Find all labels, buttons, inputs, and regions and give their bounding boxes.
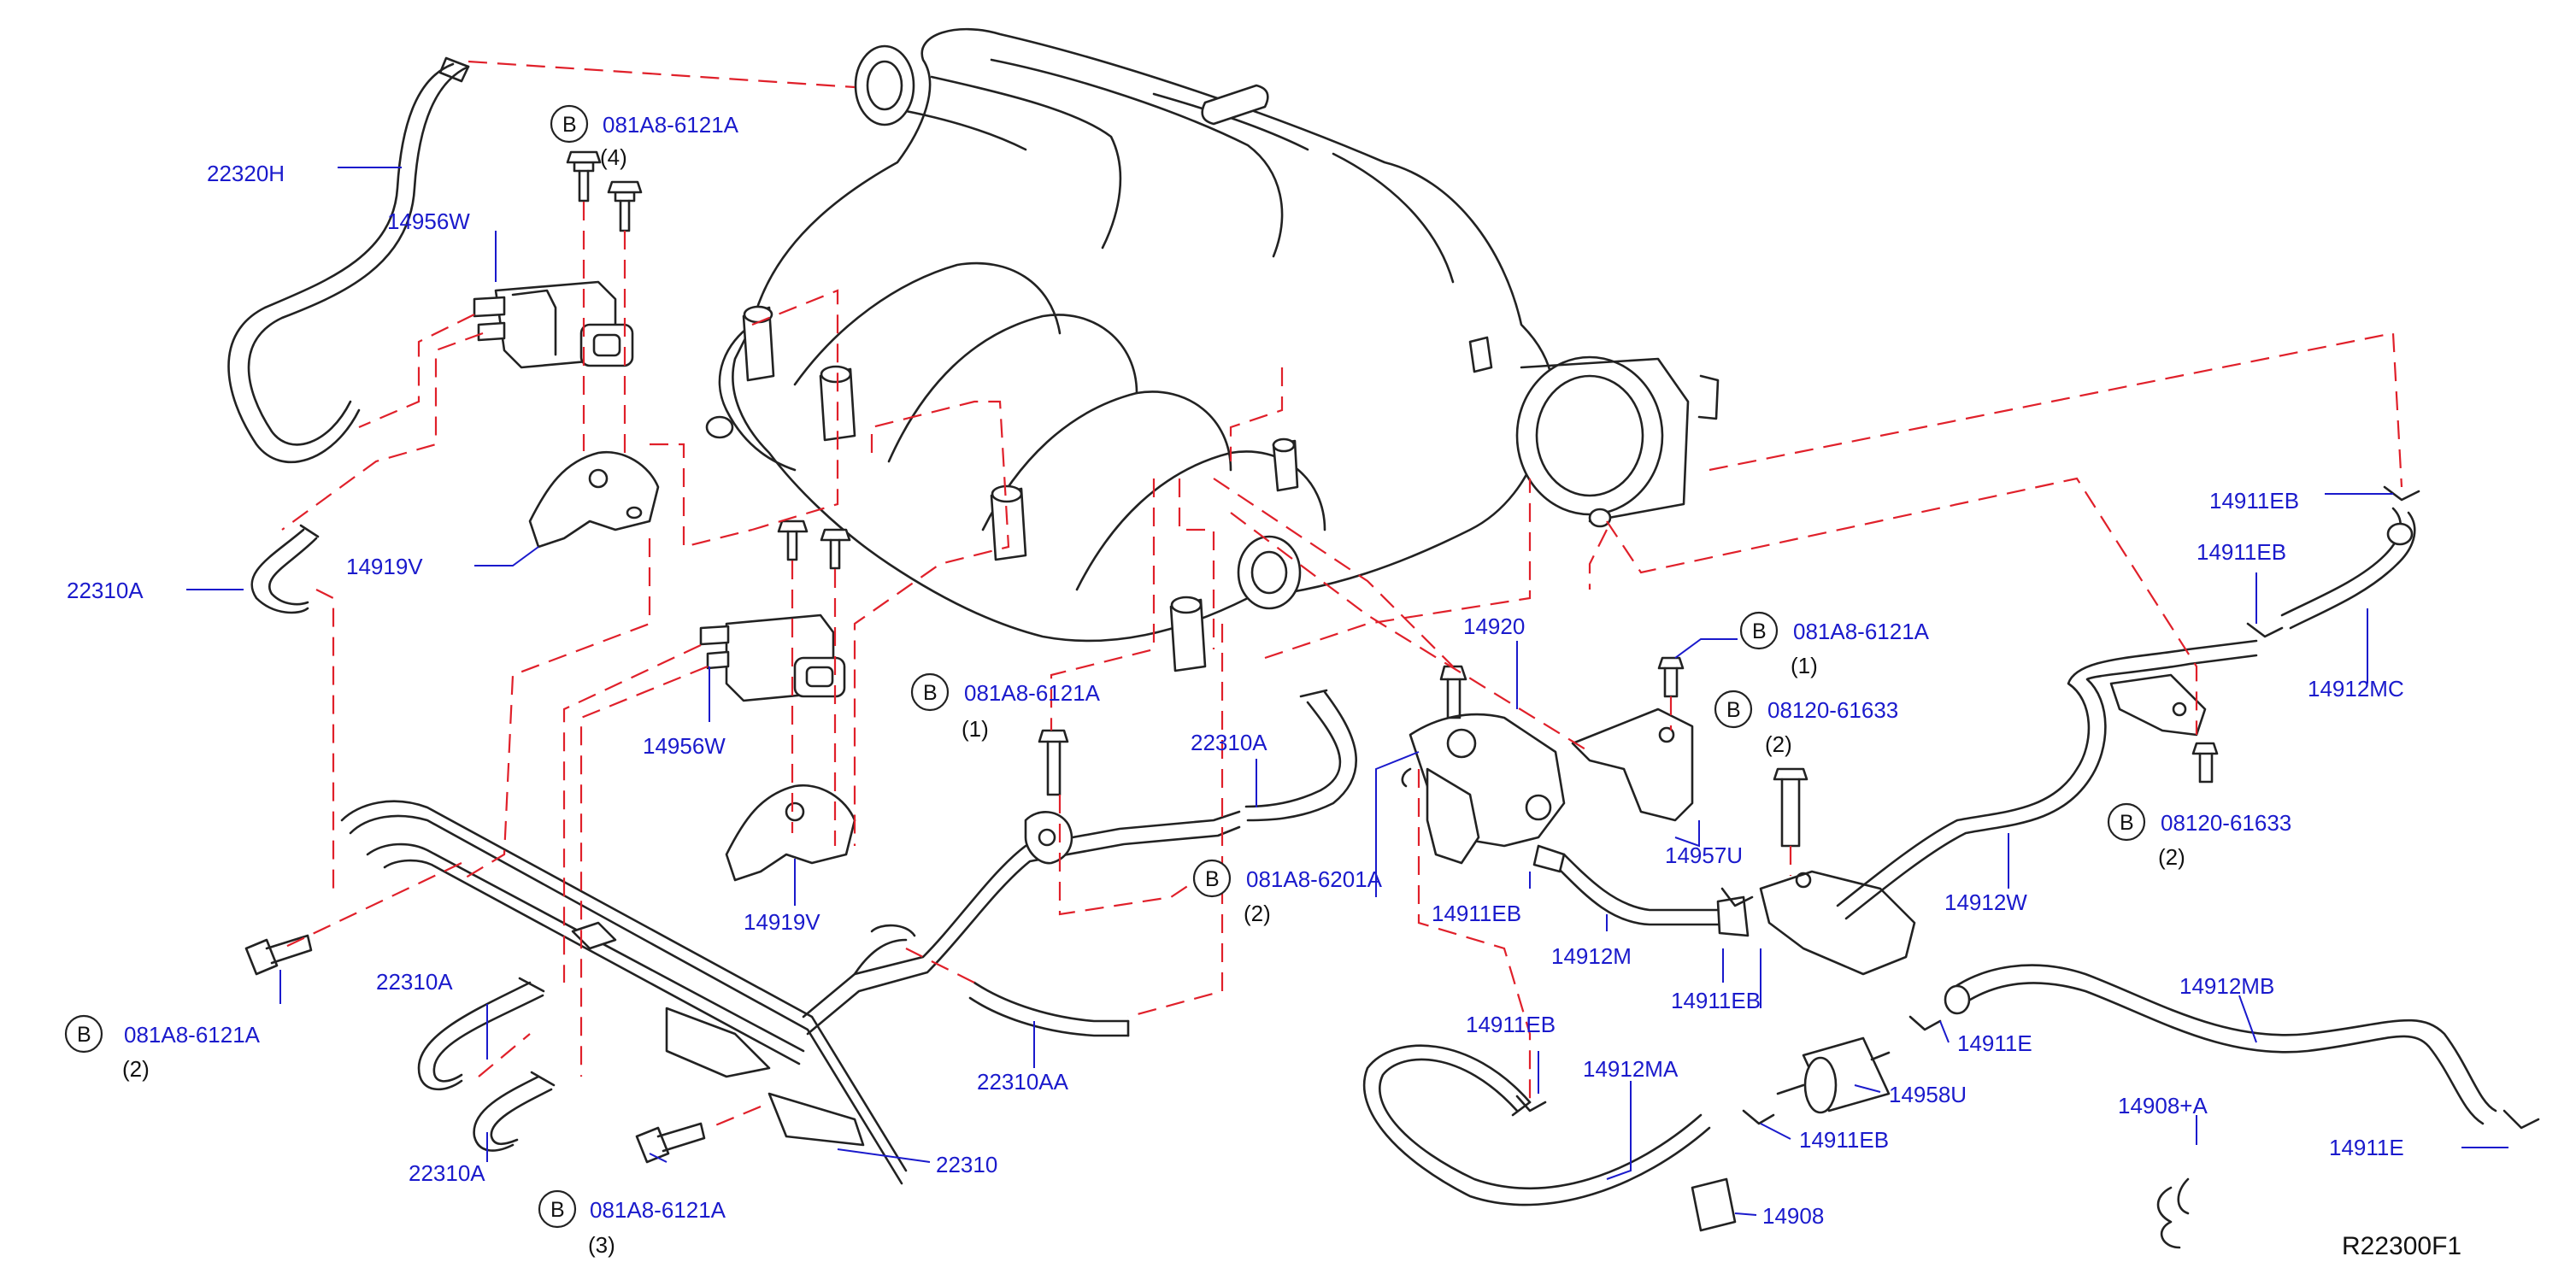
callout-14912m: 14912M <box>1551 943 1632 969</box>
bolt-symbol-letter: B <box>923 681 938 705</box>
bolt-symbol-letter: B <box>77 1023 91 1047</box>
callout-14920: 14920 <box>1463 613 1525 639</box>
clips-14908 <box>1691 1177 2190 1249</box>
callout-08120-61633-a: 08120-61633 <box>1767 697 1898 723</box>
hose-14912mc <box>2280 507 2416 630</box>
callout-14919v-top: 14919V <box>346 554 423 579</box>
bolt-symbol-circle <box>1739 611 1779 650</box>
bracket-upper-right <box>2109 673 2219 784</box>
filter-14958u <box>1776 1036 1891 1114</box>
hose-22320h <box>227 56 470 464</box>
hose-22310a-left <box>250 524 320 614</box>
callout-14911eb-e: 14911EB <box>1466 1012 1556 1037</box>
qty-081a8-6121a-right: (1) <box>1791 653 1818 678</box>
hose-14912m <box>1532 844 1750 937</box>
hose-14912mb <box>1944 964 2497 1125</box>
hose-14912w <box>1836 639 2258 920</box>
callout-14911eb-f: 14911EB <box>1799 1127 1889 1153</box>
callout-22310a-center: 22310A <box>1191 730 1267 755</box>
bolt-081a8-6121a-bottom <box>635 1122 706 1164</box>
callout-14956w-mid: 14956W <box>643 733 726 759</box>
callout-14911eb-a: 14911EB <box>1432 901 1521 926</box>
callout-14912mc: 14912MC <box>2308 676 2404 702</box>
purge-valve-14920 <box>1401 665 1566 865</box>
bolt-symbol-circle <box>550 104 589 144</box>
bolt-symbol-letter: B <box>550 1198 565 1222</box>
callout-081a8-6121a-top: 081A8-6121A <box>603 112 739 138</box>
clamp-14911eb-b <box>1720 887 1754 907</box>
qty-08120-61633-a: (2) <box>1765 731 1792 757</box>
qty-081a8-6201a: (2) <box>1244 901 1271 926</box>
bolt-symbol-letter: B <box>1726 698 1741 722</box>
bolt-symbol-circle <box>1714 690 1753 729</box>
callout-081a8-6121a-mid: 081A8-6121A <box>964 680 1101 706</box>
bracket-14919v-top <box>528 450 660 549</box>
relation-lines <box>281 60 2403 1130</box>
callout-14911e-b: 14911E <box>2329 1135 2404 1160</box>
vsv-solenoid-14956w-top <box>473 280 634 369</box>
hose-22310aa <box>968 981 1130 1037</box>
callout-081a8-6201a: 081A8-6201A <box>1246 866 1383 892</box>
bolt-symbol-circle <box>1192 859 1232 898</box>
bolt-symbol-letter: B <box>1752 619 1767 643</box>
callout-14912ma: 14912MA <box>1583 1056 1679 1082</box>
clamp-14911eb-d <box>2246 485 2420 638</box>
callout-14911eb-b: 14911EB <box>1671 988 1761 1013</box>
callout-22320h: 22320H <box>207 161 285 186</box>
intake-manifold <box>705 27 1720 672</box>
bolt-081a8-6121a-left <box>244 934 313 976</box>
callout-22310a-lower-1: 22310A <box>376 969 453 995</box>
callout-14911eb-c: 14911EB <box>2209 488 2299 514</box>
qty-081a8-6121a-mid: (1) <box>962 716 989 742</box>
callout-22310: 22310 <box>936 1152 997 1177</box>
callout-14957u: 14957U <box>1665 842 1743 868</box>
bracket-14957u <box>1571 656 1694 822</box>
callouts: 22320H B 081A8-6121A (4) 14956W 14919V 2… <box>64 104 2461 1260</box>
qty-081a8-6121a-top: (4) <box>600 144 627 170</box>
clamps-misc <box>1515 1015 2540 1130</box>
callout-14911eb-d: 14911EB <box>2197 539 2286 565</box>
bolt-symbol-letter: B <box>1205 867 1220 891</box>
callout-22310a-lower-2: 22310A <box>409 1160 485 1186</box>
bolt-symbol-circle <box>538 1189 577 1229</box>
callout-14908: 14908 <box>1762 1203 1824 1229</box>
callout-14911e-a: 14911E <box>1957 1030 2032 1056</box>
qty-081a8-6121a-bottom: (3) <box>588 1232 615 1258</box>
canister-bracket <box>1759 767 1916 976</box>
hose-22310a-center <box>1244 689 1357 822</box>
callout-22310a-left: 22310A <box>67 578 144 603</box>
qty-08120-61633-b: (2) <box>2158 844 2185 870</box>
callout-14919v-mid: 14919V <box>744 909 820 935</box>
hose-14912ma <box>1362 1044 1711 1206</box>
callout-14912w: 14912W <box>1944 889 2027 915</box>
bolt-symbol-circle <box>910 672 950 712</box>
reference-code: R22300F1 <box>2342 1232 2461 1260</box>
leader-lines <box>186 167 2508 1216</box>
bolt-symbol-circle <box>2107 802 2146 842</box>
bolt-symbol-circle <box>64 1014 103 1054</box>
hoses-22310a-lower <box>417 977 556 1152</box>
bolts-top <box>566 150 643 232</box>
qty-081a8-6121a-left: (2) <box>122 1056 150 1082</box>
bracket-14919v-mid <box>725 784 856 882</box>
bolts-mid <box>777 520 1069 796</box>
bolt-symbol-letter: B <box>2120 811 2134 835</box>
callout-14956w-top: 14956W <box>387 208 470 234</box>
callout-08120-61633-b: 08120-61633 <box>2161 810 2291 836</box>
callout-081a8-6121a-left: 081A8-6121A <box>124 1022 261 1048</box>
callout-22310aa: 22310AA <box>977 1069 1069 1095</box>
pipe-assembly-22310 <box>340 800 1241 1185</box>
vsv-solenoid-14956w-mid <box>699 613 846 702</box>
callout-14958u: 14958U <box>1889 1082 1967 1107</box>
bolt-symbol-letter: B <box>562 113 577 137</box>
callout-081a8-6121a-bottom: 081A8-6121A <box>590 1197 726 1223</box>
callout-081a8-6121a-right: 081A8-6121A <box>1793 619 1930 644</box>
callout-14908-plus-a: 14908+A <box>2118 1093 2208 1118</box>
callout-14912mb: 14912MB <box>2179 973 2274 999</box>
